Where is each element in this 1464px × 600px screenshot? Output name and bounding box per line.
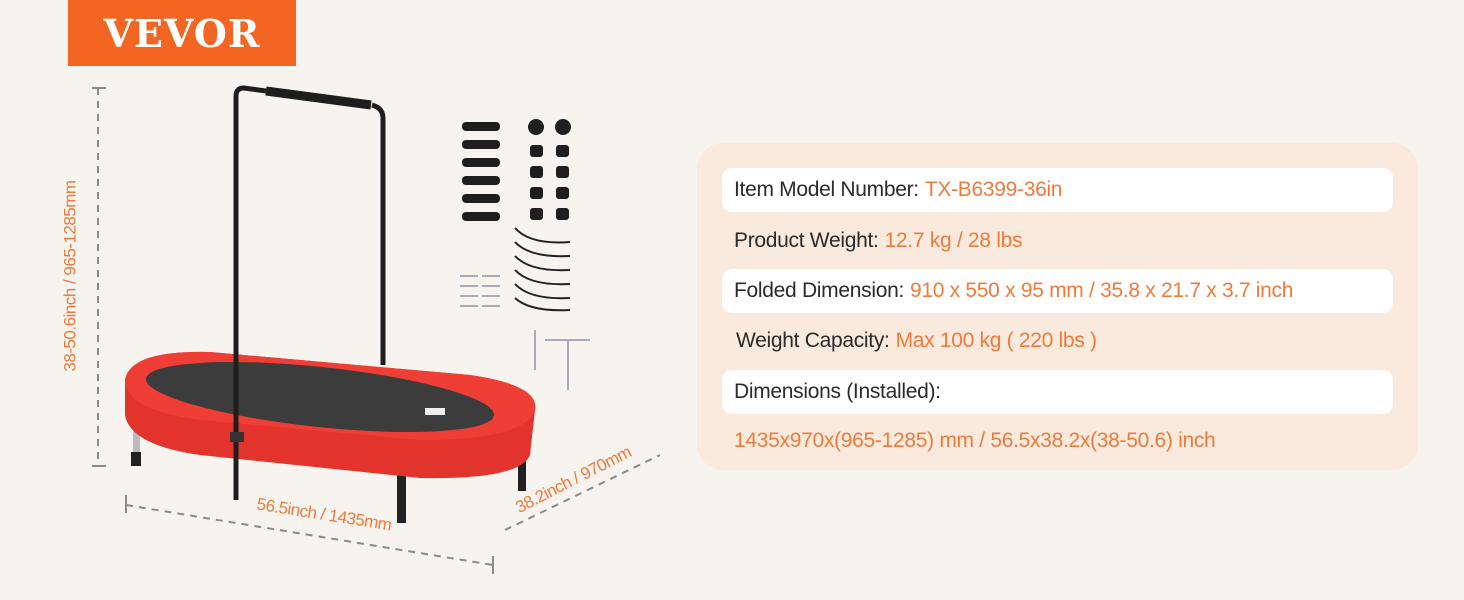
spec-label: Weight Capacity: — [736, 329, 890, 352]
spec-value: 12.7 kg / 28 lbs — [884, 229, 1023, 252]
spec-row-installed: Dimensions (Installed): — [722, 370, 1393, 414]
height-dimension-label: 38-50.6inch / 965-1285mm — [60, 180, 80, 372]
spec-value: 1435x970x(965-1285) mm / 56.5x38.2x(38-5… — [734, 429, 1216, 452]
spec-label: Folded Dimension: — [734, 279, 904, 302]
spec-row-folded: Folded Dimension: 910 x 550 x 95 mm / 35.… — [722, 269, 1393, 313]
spec-value: Max 100 kg ( 220 lbs ) — [895, 329, 1097, 352]
trampoline-illustration — [92, 85, 661, 574]
jumping-mat — [145, 362, 495, 432]
legs — [131, 430, 526, 523]
specs-panel: Item Model Number:TX-B6399-36in Product … — [697, 143, 1418, 470]
logo-text: VEVOR — [103, 10, 261, 56]
spec-label: Item Model Number: — [734, 178, 919, 201]
spec-row-weight: Product Weight:12.7 kg / 28 lbs — [722, 219, 1393, 263]
handlebar — [233, 85, 386, 500]
spec-row-capacity: Weight Capacity:Max 100 kg ( 220 lbs ) — [722, 319, 1393, 363]
spec-row-model: Item Model Number:TX-B6399-36in — [722, 168, 1393, 212]
spec-row-installed-value: 1435x970x(965-1285) mm / 56.5x38.2x(38-5… — [722, 419, 1393, 463]
vevor-logo: VEVOR — [68, 0, 296, 66]
spec-label: Product Weight: — [734, 229, 879, 252]
dimension-lines — [97, 88, 661, 566]
spec-label: Dimensions (Installed): — [734, 380, 941, 403]
accessories — [462, 119, 571, 221]
spec-value: 910 x 550 x 95 mm / 35.8 x 21.7 x 3.7 in… — [910, 279, 1294, 302]
spec-value: TX-B6399-36in — [924, 178, 1063, 201]
